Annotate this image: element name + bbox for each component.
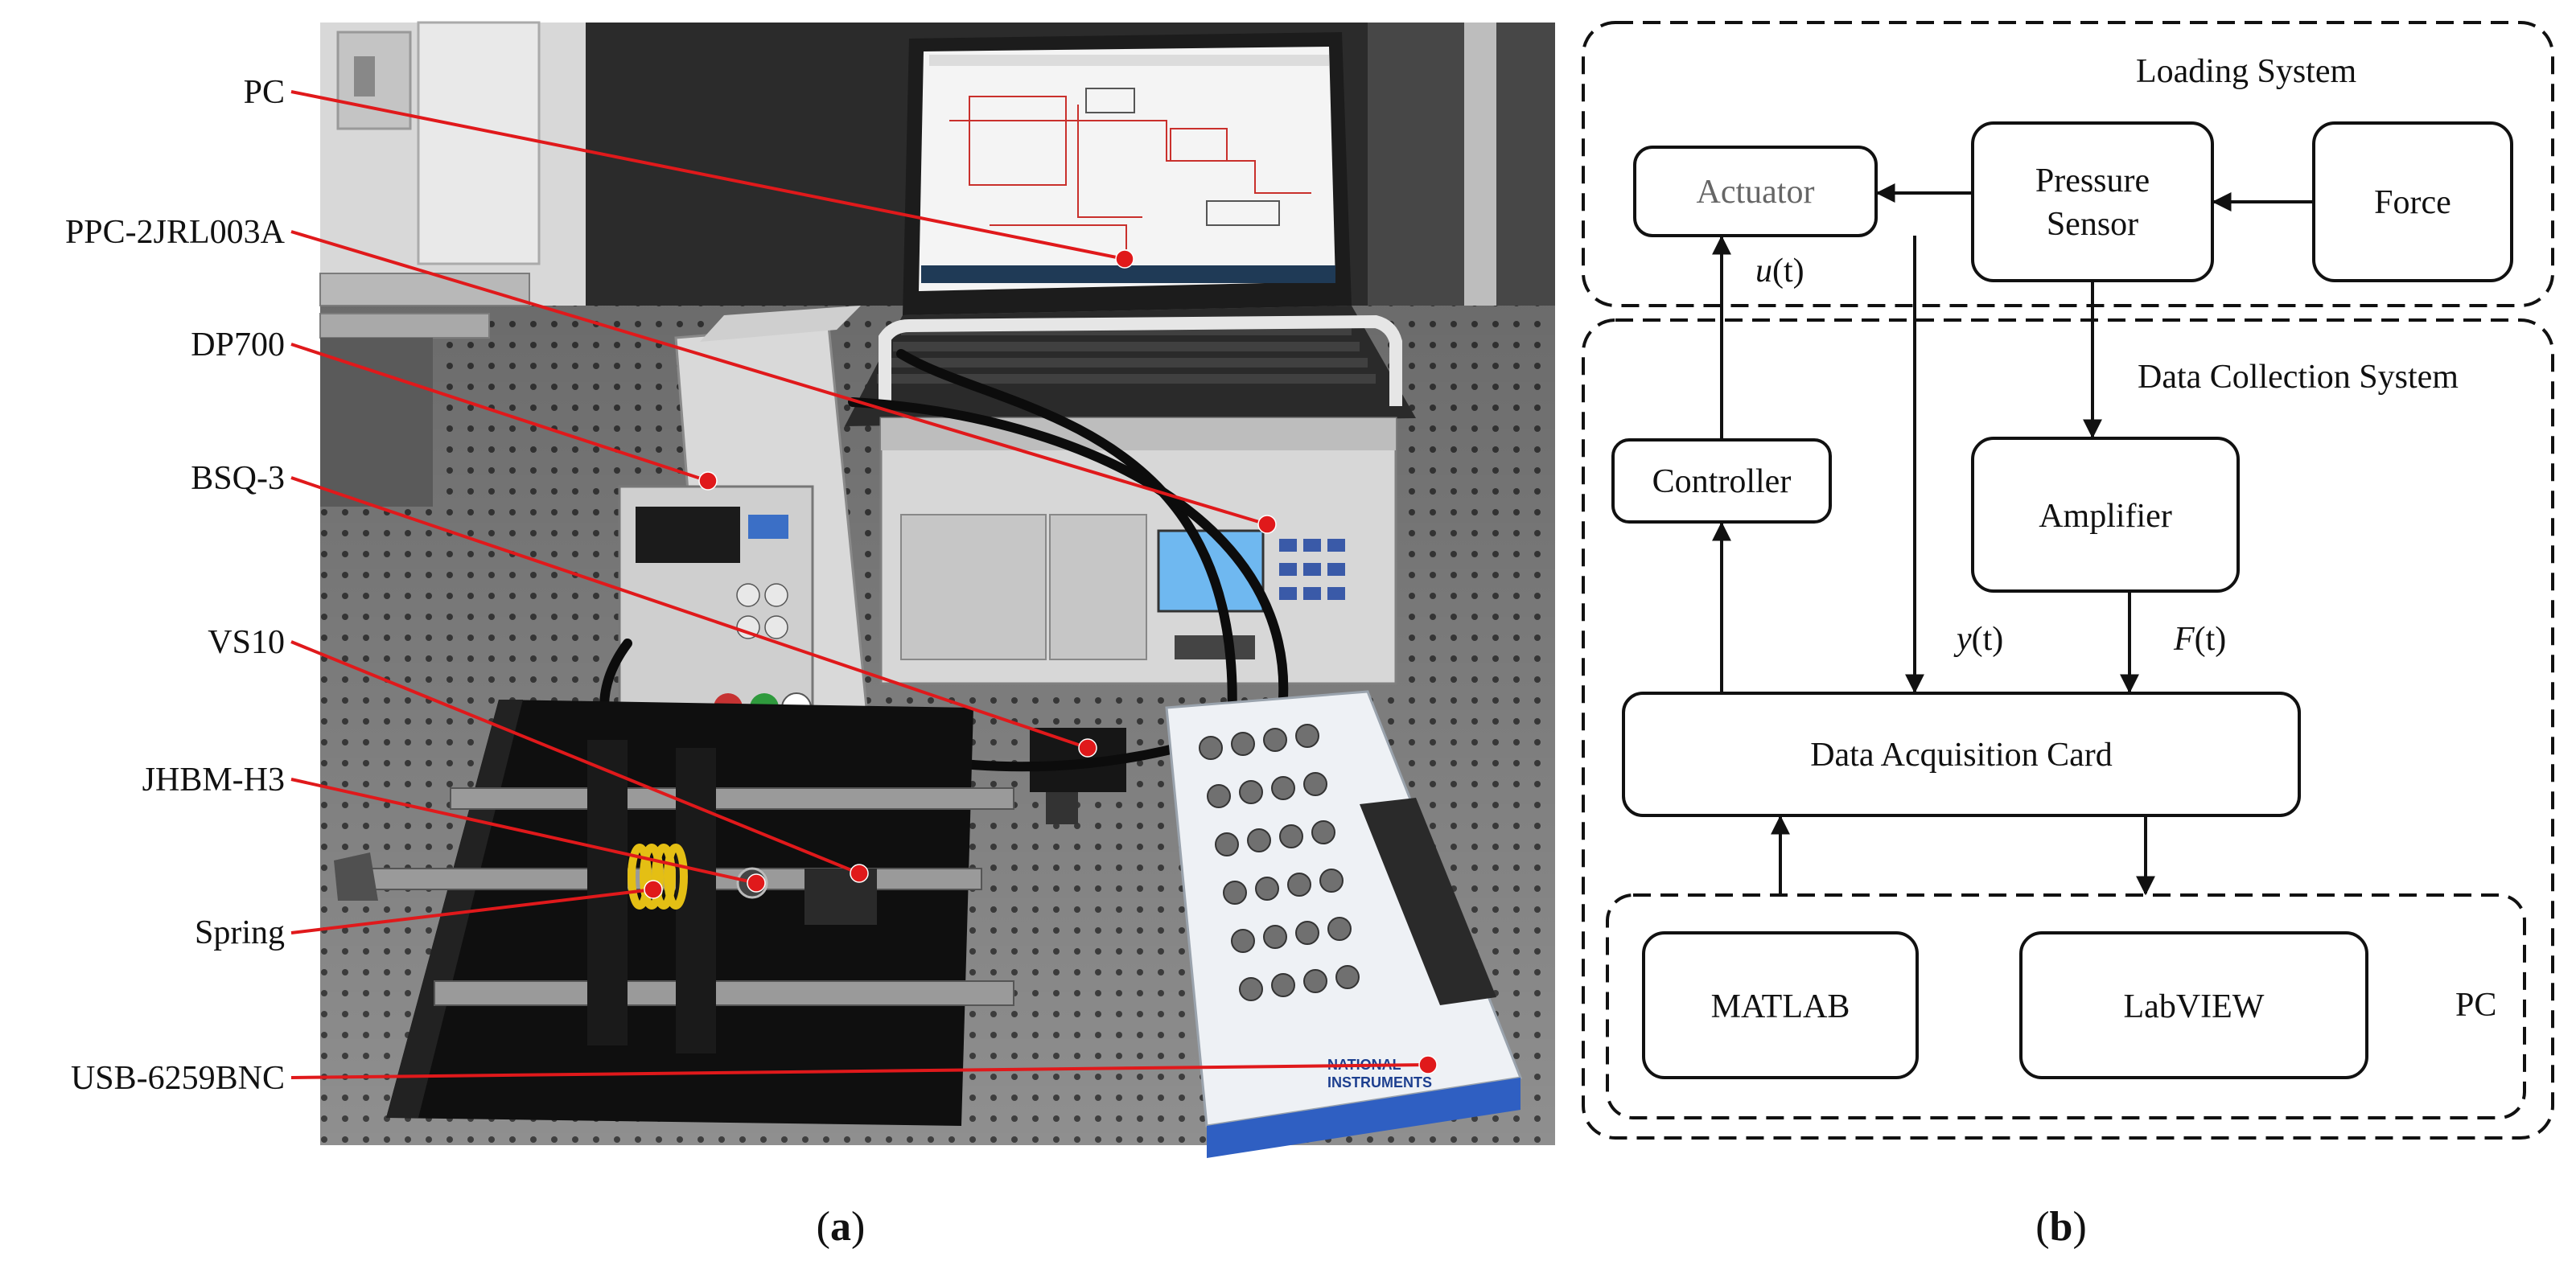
leader-dot-spring: [644, 880, 663, 899]
leader-vs10: [290, 640, 860, 875]
pressure-sensor-label-line1: Pressure: [2035, 162, 2150, 199]
leader-dot-vs10: [850, 864, 869, 883]
controller-label: Controller: [1652, 463, 1792, 500]
panel-b-letter: b: [2050, 1204, 2073, 1250]
leader-pc: [290, 90, 1125, 261]
pc-group-title: PC: [2455, 987, 2496, 1024]
label-bsq-3: BSQ-3: [191, 460, 285, 497]
svg-text:(a): (a): [817, 1204, 866, 1250]
leader-dot-jhbm-h3: [747, 873, 766, 893]
label-ppc-2jrl003a: PPC-2JRL003A: [65, 214, 286, 251]
leader-dp700: [290, 343, 709, 483]
svg-text:(b): (b): [2035, 1204, 2087, 1250]
label-usb-6259bnc: USB-6259BNC: [71, 1060, 285, 1097]
pressure-sensor-label-line2: Sensor: [2047, 206, 2138, 243]
leader-jhbm-h3: [290, 778, 757, 885]
leader-dot-usb-6259bnc: [1418, 1055, 1438, 1074]
signal-f-label: F(t): [2173, 621, 2226, 658]
panel-a-labels: PC PPC-2JRL003A DP700 BSQ-3 VS10 JHBM-H3…: [65, 74, 286, 1097]
block-diagram: Loading System Data Collection System PC…: [1582, 21, 2554, 1140]
ni-brand-line2: INSTRUMENTS: [1327, 1074, 1432, 1090]
leader-ppc: [290, 230, 1268, 526]
amplifier-block: [1971, 437, 2240, 593]
label-pc: PC: [244, 74, 285, 111]
force-label: Force: [2374, 184, 2451, 221]
leader-spring: [290, 888, 654, 934]
data-collection-system-group: [1582, 318, 2554, 1140]
label-jhbm-h3: JHBM-H3: [142, 762, 285, 799]
labview-block: [2019, 931, 2368, 1079]
signal-y-label: y(t): [1953, 621, 2003, 658]
lab-setup-photo: NATIONAL INSTRUMENTS: [319, 21, 1555, 1158]
loading-system-group: [1582, 21, 2554, 307]
signal-arrows: [1712, 183, 2314, 897]
labview-label: LabVIEW: [2124, 988, 2265, 1025]
actuator-label: Actuator: [1697, 174, 1815, 211]
leader-usb-6259bnc: [290, 1063, 1429, 1079]
signal-u-label: u(t): [1755, 253, 1804, 290]
leader-dot-pc: [1115, 249, 1134, 269]
leader-dot-dp700: [698, 471, 718, 491]
matlab-block: [1642, 931, 1919, 1079]
pressure-sensor-block: [1971, 121, 2214, 282]
panel-a-caption: (a): [817, 1204, 866, 1250]
laptop: [845, 32, 1416, 426]
data-collection-system-title: Data Collection System: [2138, 359, 2459, 396]
panel-a-letter: a: [830, 1204, 851, 1250]
label-spring: Spring: [195, 914, 285, 951]
matlab-label: MATLAB: [1711, 988, 1850, 1025]
label-vs10: VS10: [208, 624, 285, 661]
label-dp700: DP700: [191, 327, 285, 363]
pc-group: [1606, 893, 2526, 1119]
leader-dot-bsq-3: [1078, 738, 1097, 758]
panel-b-caption: (b): [2035, 1204, 2087, 1250]
leader-bsq-3: [290, 476, 1088, 750]
spring-test-rig: [334, 700, 1014, 1126]
amplifier-label: Amplifier: [2039, 498, 2172, 535]
daq-card-label: Data Acquisition Card: [1810, 737, 2113, 774]
daq-card-block: [1622, 692, 2301, 817]
usb-6259bnc-daq: NATIONAL INSTRUMENTS: [1165, 690, 1523, 1158]
panel-a-leaders: [290, 90, 1438, 1079]
leader-dot-ppc: [1257, 515, 1277, 534]
loading-system-title: Loading System: [2136, 53, 2356, 90]
